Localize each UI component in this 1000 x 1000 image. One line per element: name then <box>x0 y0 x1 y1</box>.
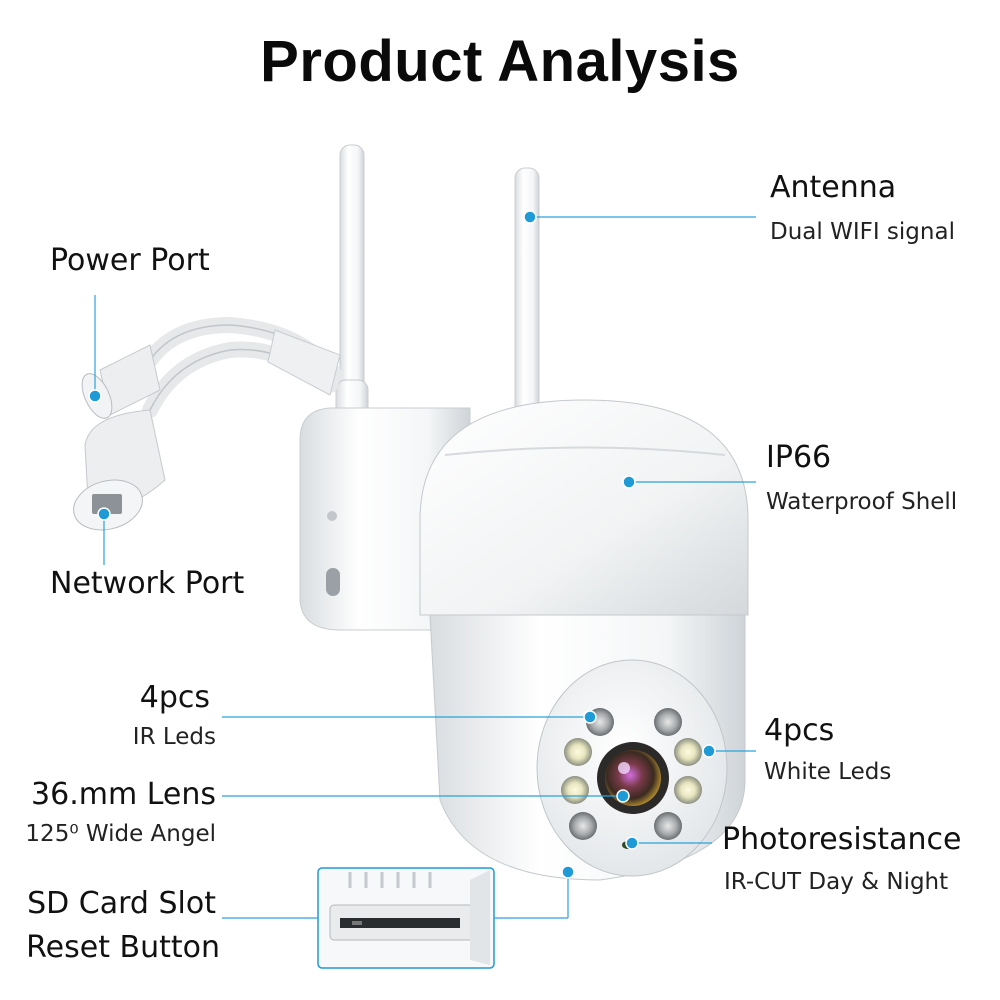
sd-card-label: SD Card Slot <box>27 886 216 921</box>
white-leds-desc: White Leds <box>764 759 892 785</box>
photoresistance-label: Photoresistance <box>722 822 962 857</box>
callout-dot <box>88 389 102 403</box>
callout-dot <box>583 710 597 724</box>
callout-dot <box>622 475 636 489</box>
ir-leds-label: 4pcs <box>139 680 210 715</box>
white-led <box>674 776 702 804</box>
ir-leds-desc: IR Leds <box>132 724 216 750</box>
power-port-label: Power Port <box>50 243 210 278</box>
network-port-label: Network Port <box>50 566 245 601</box>
white-leds-label: 4pcs <box>764 713 835 748</box>
ip66-desc: Waterproof Shell <box>766 489 958 515</box>
white-led <box>561 776 589 804</box>
callout-dot <box>616 789 630 803</box>
ir-led <box>654 708 682 736</box>
antenna-label: Antenna <box>770 170 897 205</box>
sd-card-inset <box>317 867 495 969</box>
callout-dot <box>702 744 716 758</box>
page-title: Product Analysis <box>260 29 740 94</box>
callout-dot <box>97 507 111 521</box>
callout-lines <box>94 216 756 919</box>
camera-dome <box>419 399 749 616</box>
lens-desc: 125⁰ Wide Angel <box>25 821 216 847</box>
antenna-desc: Dual WIFI signal <box>770 219 955 245</box>
ir-led <box>569 812 597 840</box>
ir-led <box>654 812 682 840</box>
reset-button-label: Reset Button <box>26 930 220 965</box>
white-led <box>674 738 702 766</box>
lens-label: 36.mm Lens <box>31 777 216 812</box>
white-led <box>564 738 592 766</box>
network-connector <box>73 409 166 531</box>
bracket-slot <box>326 568 340 596</box>
callout-dot <box>625 836 639 850</box>
callout-dot <box>523 210 537 224</box>
photoresistance-desc: IR-CUT Day & Night <box>724 869 949 895</box>
callout-dot <box>561 865 575 879</box>
ip66-label: IP66 <box>766 440 832 475</box>
antenna-right <box>514 167 540 439</box>
